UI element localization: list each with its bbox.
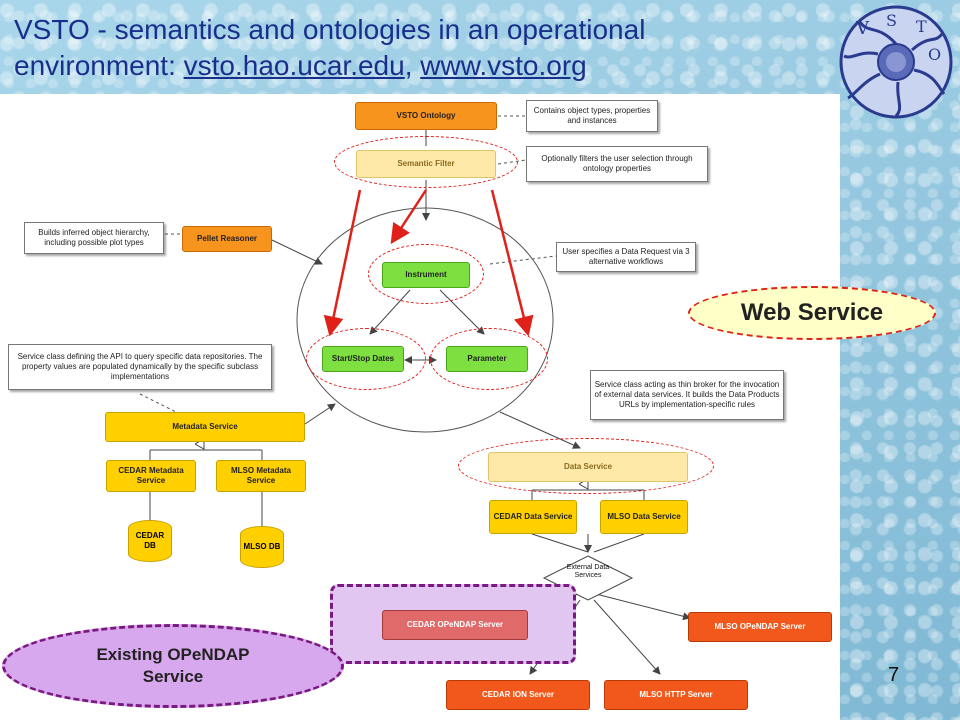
title-separator: , [404, 50, 421, 81]
vsto-logo-icon: V S T O [839, 5, 953, 119]
mlso-db-icon: MLSO DB [240, 526, 284, 568]
external-data-services-label: External Data Services [566, 564, 610, 579]
mlso-data-service-box: MLSO Data Service [600, 500, 688, 534]
note-ontology: Contains object types, properties and in… [526, 100, 658, 132]
data-service-highlight [458, 438, 714, 494]
semantic-filter-box: Semantic Filter [356, 150, 496, 178]
svg-text:T: T [916, 17, 927, 36]
existing-opendap-line1: Existing OPeNDAP [96, 645, 250, 664]
start-stop-dates-box: Start/Stop Dates [322, 346, 404, 372]
svg-text:O: O [928, 45, 941, 64]
web-service-callout: Web Service [688, 286, 936, 340]
existing-opendap-callout: Existing OPeNDAP Service [2, 624, 344, 708]
svg-text:V: V [855, 18, 870, 39]
note-request: User specifies a Data Request via 3 alte… [556, 242, 696, 272]
cedar-db-icon: CEDAR DB [128, 520, 172, 562]
cedar-ion-server-box: CEDAR ION Server [446, 680, 590, 710]
slide-title: VSTO - semantics and ontologies in an op… [14, 12, 834, 84]
parameter-box: Parameter [446, 346, 528, 372]
svg-text:S: S [886, 11, 897, 30]
note-broker: Service class acting as thin broker for … [590, 370, 784, 420]
opendap-zone [330, 584, 576, 664]
existing-opendap-line2: Service [142, 667, 204, 686]
note-filter: Optionally filters the user selection th… [526, 146, 708, 182]
title-line2-prefix: environment: [14, 50, 184, 81]
page-number: 7 [888, 664, 900, 686]
cedar-opendap-server-box: CEDAR OPeNDAP Server [382, 610, 528, 640]
semantic-filter-highlight [334, 136, 518, 188]
instrument-box: Instrument [382, 262, 470, 288]
parameter-highlight [430, 328, 548, 390]
metadata-service-box: Metadata Service [105, 412, 305, 442]
mlso-metadata-service-box: MLSO Metadata Service [216, 460, 306, 492]
mlso-opendap-server-box: MLSO OPeNDAP Server [688, 612, 832, 642]
link-vsto-org[interactable]: www.vsto.org [420, 50, 587, 81]
instrument-highlight [368, 244, 484, 304]
data-service-box: Data Service [488, 452, 688, 482]
link-vsto-hao[interactable]: vsto.hao.ucar.edu [183, 50, 405, 81]
note-metadata: Service class defining the API to query … [8, 344, 272, 390]
title-line1: VSTO - semantics and ontologies in an op… [14, 14, 646, 45]
dates-highlight [306, 328, 426, 390]
mlso-http-server-box: MLSO HTTP Server [604, 680, 748, 710]
architecture-diagram: VSTO Ontology Semantic Filter Pellet Rea… [0, 94, 840, 720]
pellet-reasoner-box: Pellet Reasoner [182, 226, 272, 252]
cedar-data-service-box: CEDAR Data Service [489, 500, 577, 534]
note-reasoner: Builds inferred object hierarchy, includ… [24, 222, 164, 254]
vsto-ontology-box: VSTO Ontology [355, 102, 497, 130]
cedar-metadata-service-box: CEDAR Metadata Service [106, 460, 196, 492]
